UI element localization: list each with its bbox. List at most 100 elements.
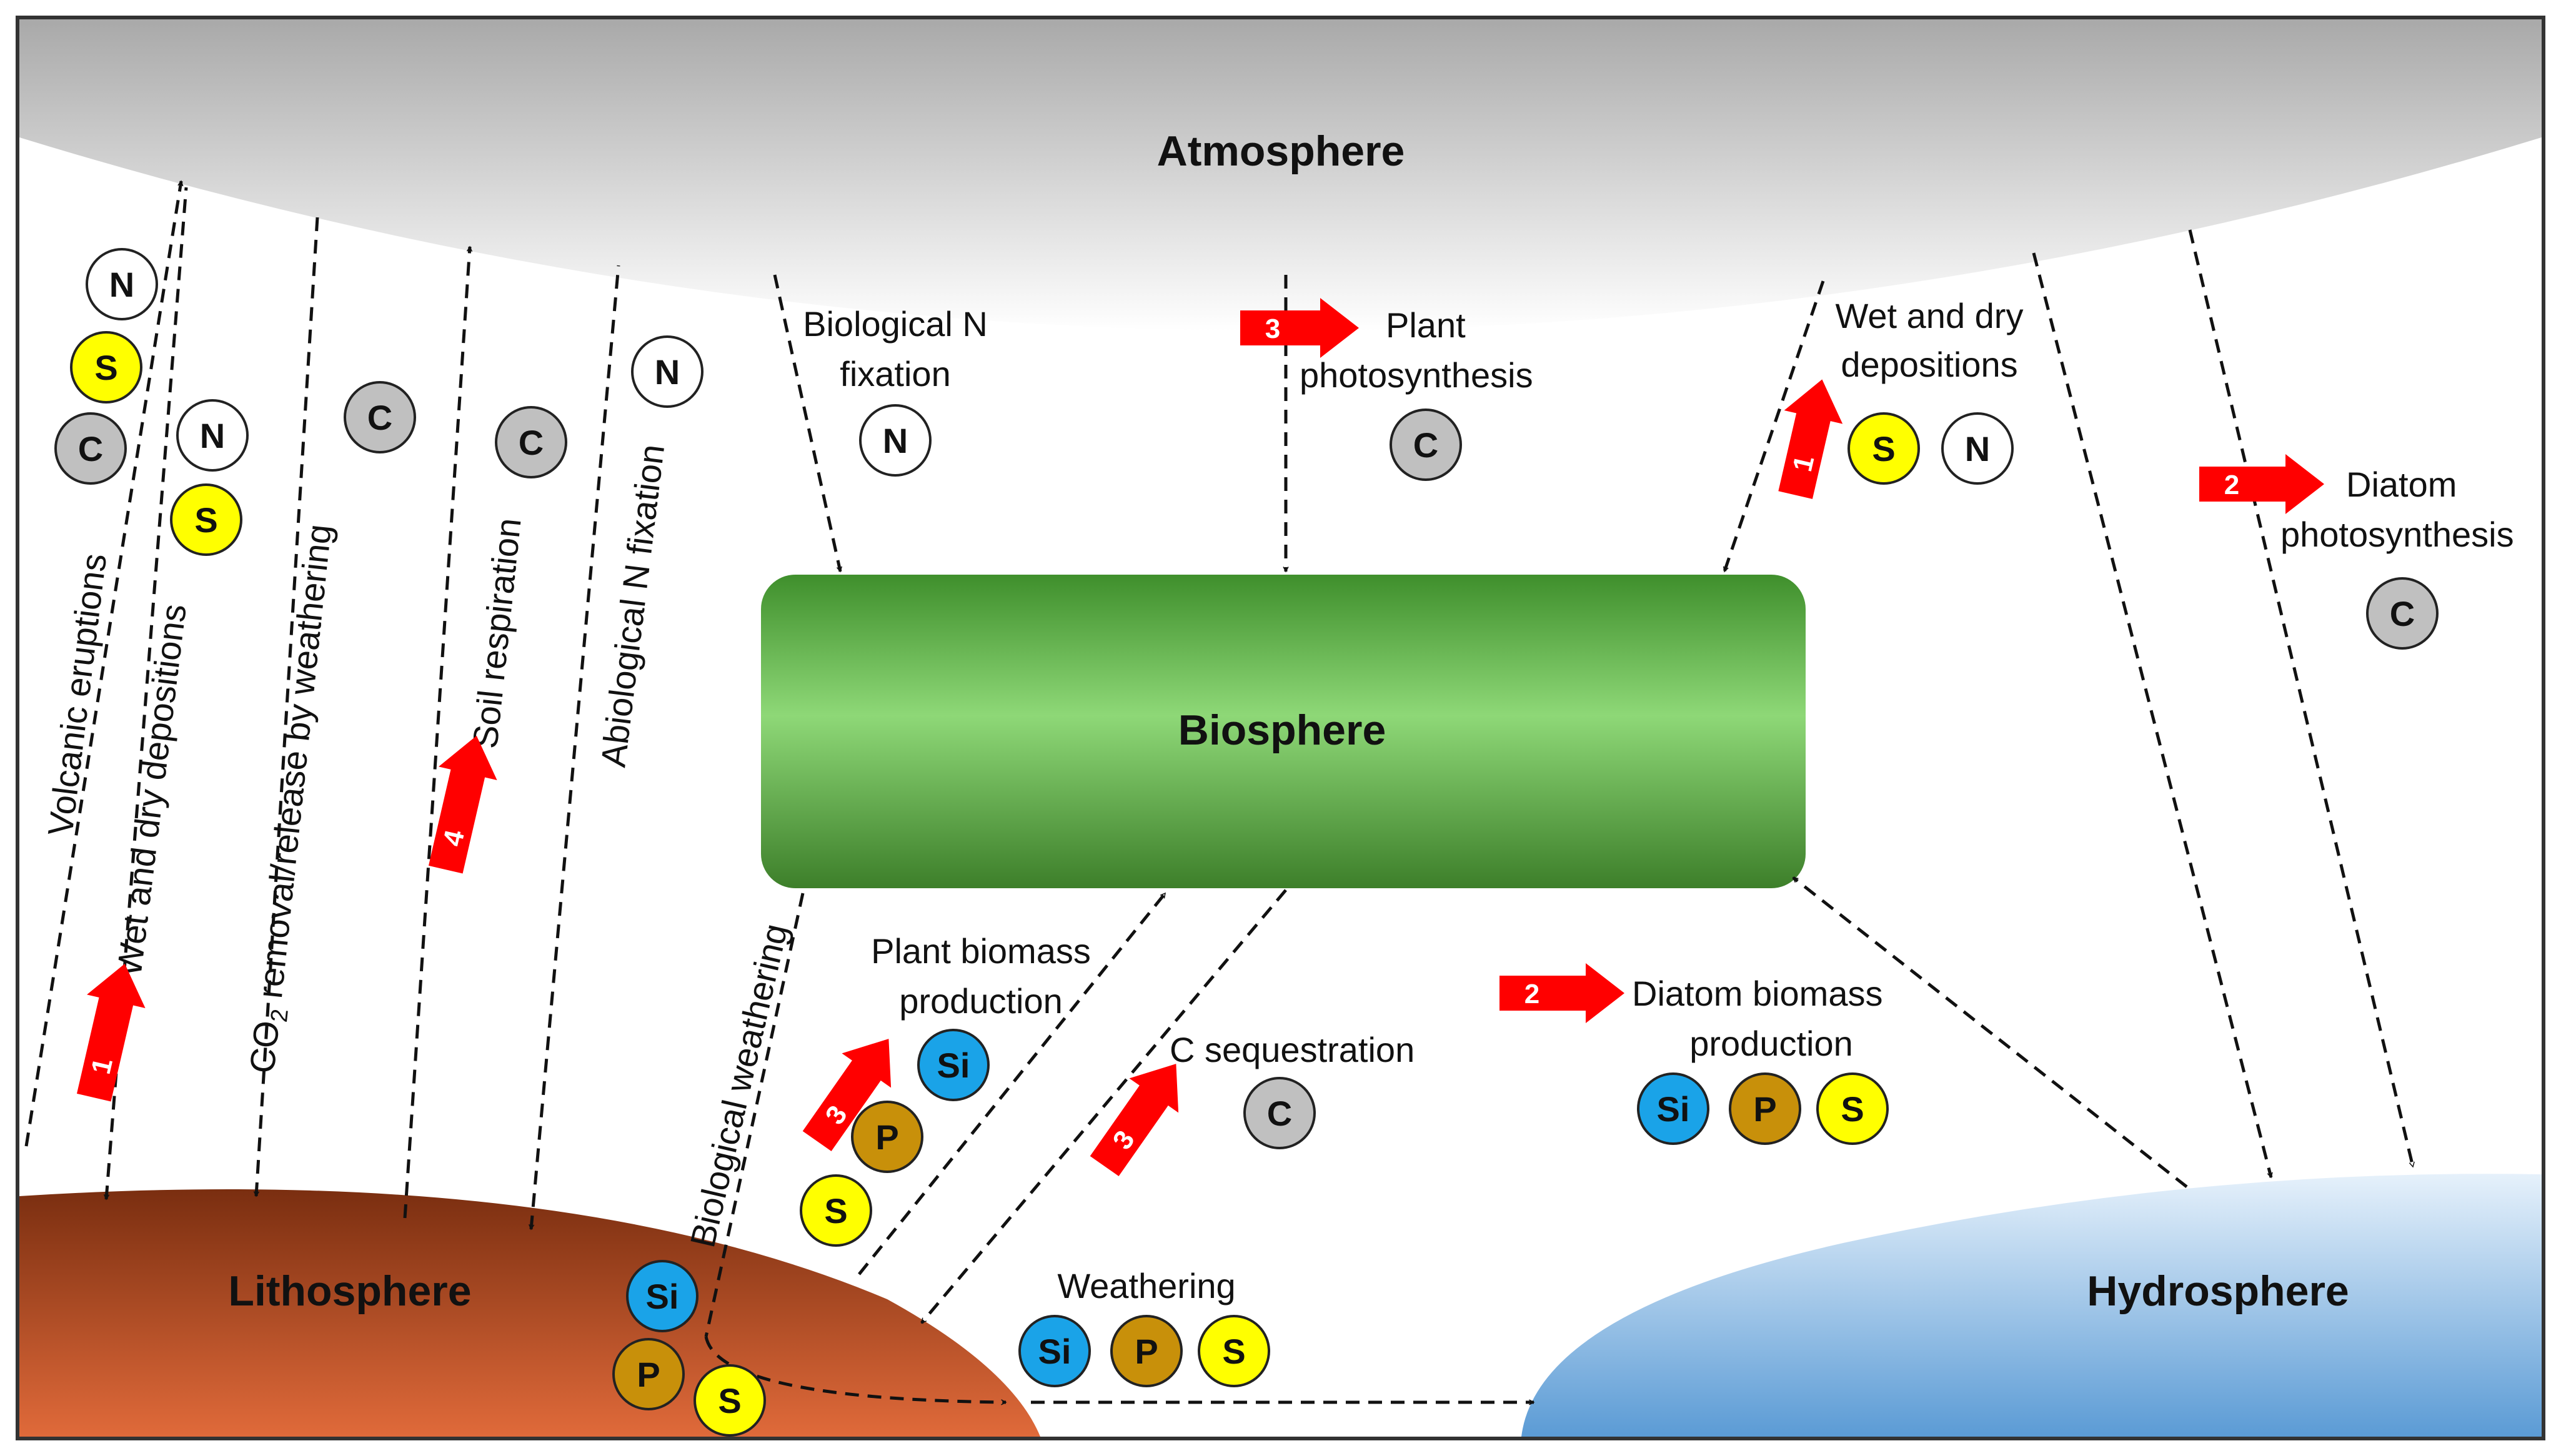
element-symbol: C	[519, 423, 544, 462]
label-diatom-photosynthesis-line1: Diatom	[2346, 465, 2457, 504]
label-biological-n-line1: Biological N	[803, 304, 988, 344]
element-circle-si: Si	[1018, 1315, 1091, 1387]
element-circle-fill	[1390, 409, 1462, 481]
element-circle-fill	[1018, 1315, 1091, 1387]
element-circle-c: C	[54, 412, 127, 485]
element-circle-fill	[851, 1101, 923, 1173]
element-symbol: S	[194, 500, 217, 540]
red-arrow-badge: 3	[802, 1039, 892, 1151]
red-arrow-badge: 2	[1499, 963, 1624, 1023]
element-circle-p: P	[851, 1101, 923, 1173]
element-circle-s: S	[170, 483, 242, 556]
label-plant-photosynthesis-line2: photosynthesis	[1300, 355, 1533, 395]
arrow-diatom-biomass	[1792, 876, 2188, 1188]
element-symbol: P	[875, 1117, 898, 1157]
lithosphere-shape	[19, 1189, 1040, 1437]
label-plant-biomass-line2: production	[899, 981, 1063, 1021]
label-diatom-photosynthesis-line2: photosynthesis	[2280, 515, 2514, 554]
element-symbol: Si	[937, 1046, 970, 1085]
element-circle-fill	[176, 399, 249, 472]
red-arrow-shape	[76, 963, 146, 1102]
atmosphere-shape	[19, 19, 2542, 331]
arrow-hydro-from-atmo-1	[2032, 252, 2271, 1177]
element-circle-s: S	[800, 1174, 872, 1247]
element-symbol: S	[718, 1381, 741, 1420]
element-circle-s: S	[694, 1364, 766, 1437]
element-symbol: N	[655, 352, 680, 392]
element-symbol: S	[1222, 1332, 1245, 1371]
element-symbol: C	[1267, 1094, 1292, 1133]
label-diatom-biomass-line1: Diatom biomass	[1632, 974, 1882, 1013]
element-symbol: C	[78, 429, 103, 468]
red-arrow-shape	[2199, 454, 2324, 514]
element-circle-si: Si	[626, 1260, 699, 1332]
label-biological-n-line2: fixation	[840, 354, 950, 394]
element-symbol: S	[1841, 1089, 1864, 1129]
element-symbol: C	[2390, 594, 2415, 633]
element-symbol: P	[1753, 1089, 1776, 1129]
red-arrow-shape	[1240, 298, 1359, 358]
hydrosphere-label: Hydrosphere	[2087, 1267, 2349, 1315]
element-circle-fill	[70, 331, 142, 404]
element-circle-si: Si	[1637, 1072, 1709, 1145]
element-symbol: Si	[1038, 1332, 1072, 1371]
element-circle-n: N	[631, 335, 704, 408]
red-arrow-badge: 4	[428, 735, 497, 874]
label-plant-biomass-line1: Plant biomass	[871, 931, 1091, 971]
red-arrow-shape	[802, 1039, 892, 1151]
element-symbol: P	[1135, 1332, 1158, 1371]
arrow-biological-weathering	[704, 893, 805, 1337]
label-plant-photosynthesis-line1: Plant	[1386, 305, 1466, 345]
arrow-plant-biomass	[858, 892, 1166, 1275]
red-arrow-badge: 3	[1090, 1064, 1179, 1176]
label-wet-dry-right-line2: depositions	[1841, 345, 2017, 384]
element-symbol: C	[367, 398, 392, 437]
arrow-abiological-n	[531, 265, 620, 1229]
red-arrow-badge: 3	[1240, 298, 1359, 358]
element-symbol: S	[94, 348, 117, 387]
element-circle-n: N	[176, 399, 249, 472]
element-circle-fill	[1847, 412, 1920, 485]
element-circle-fill	[917, 1029, 990, 1101]
element-circle-fill	[170, 483, 242, 556]
element-symbol: N	[1965, 429, 1990, 468]
element-circle-fill	[86, 248, 158, 320]
element-circle-fill	[1243, 1077, 1316, 1149]
element-circle-fill	[626, 1260, 699, 1332]
arrow-co2-weathering	[256, 217, 319, 1196]
label-weathering: Weathering	[1057, 1266, 1235, 1305]
red-arrow-shape	[428, 735, 497, 874]
element-circle-fill	[694, 1364, 766, 1437]
label-diatom-biomass-line2: production	[1689, 1024, 1853, 1063]
element-symbol: C	[1413, 425, 1438, 465]
element-circle-n: N	[859, 404, 932, 477]
element-circle-fill	[1198, 1315, 1270, 1387]
element-symbol: S	[824, 1191, 847, 1231]
red-arrow-badge: 1	[76, 963, 146, 1102]
red-arrow-shape	[1090, 1064, 1179, 1176]
arrow-biological-n	[773, 274, 840, 572]
arrow-wet-dry-right	[1723, 280, 1825, 572]
element-circle-fill	[495, 406, 567, 478]
badge-number: 2	[1524, 979, 1539, 1009]
element-circle-n: N	[1941, 412, 2014, 485]
element-circle-fill	[2366, 577, 2439, 650]
element-symbol: N	[200, 416, 225, 455]
element-symbol: S	[1872, 429, 1895, 468]
biosphere-label: Biosphere	[1178, 706, 1386, 754]
badge-number: 3	[1265, 314, 1280, 344]
label-c-sequestration: C sequestration	[1170, 1030, 1415, 1069]
element-symbol: Si	[646, 1277, 679, 1316]
element-circle-fill	[800, 1174, 872, 1247]
arrow-soil-respiration	[403, 247, 470, 1219]
element-circle-fill	[1729, 1072, 1801, 1145]
element-circle-c: C	[1243, 1077, 1316, 1149]
arrow-diatom-photosynthesis	[2188, 229, 2413, 1167]
arrow-c-sequestration	[920, 889, 1287, 1324]
element-circle-s: S	[1816, 1072, 1889, 1145]
element-circle-fill	[631, 335, 704, 408]
arrow-volcanic	[24, 181, 181, 1147]
element-circle-fill	[1941, 412, 2014, 485]
